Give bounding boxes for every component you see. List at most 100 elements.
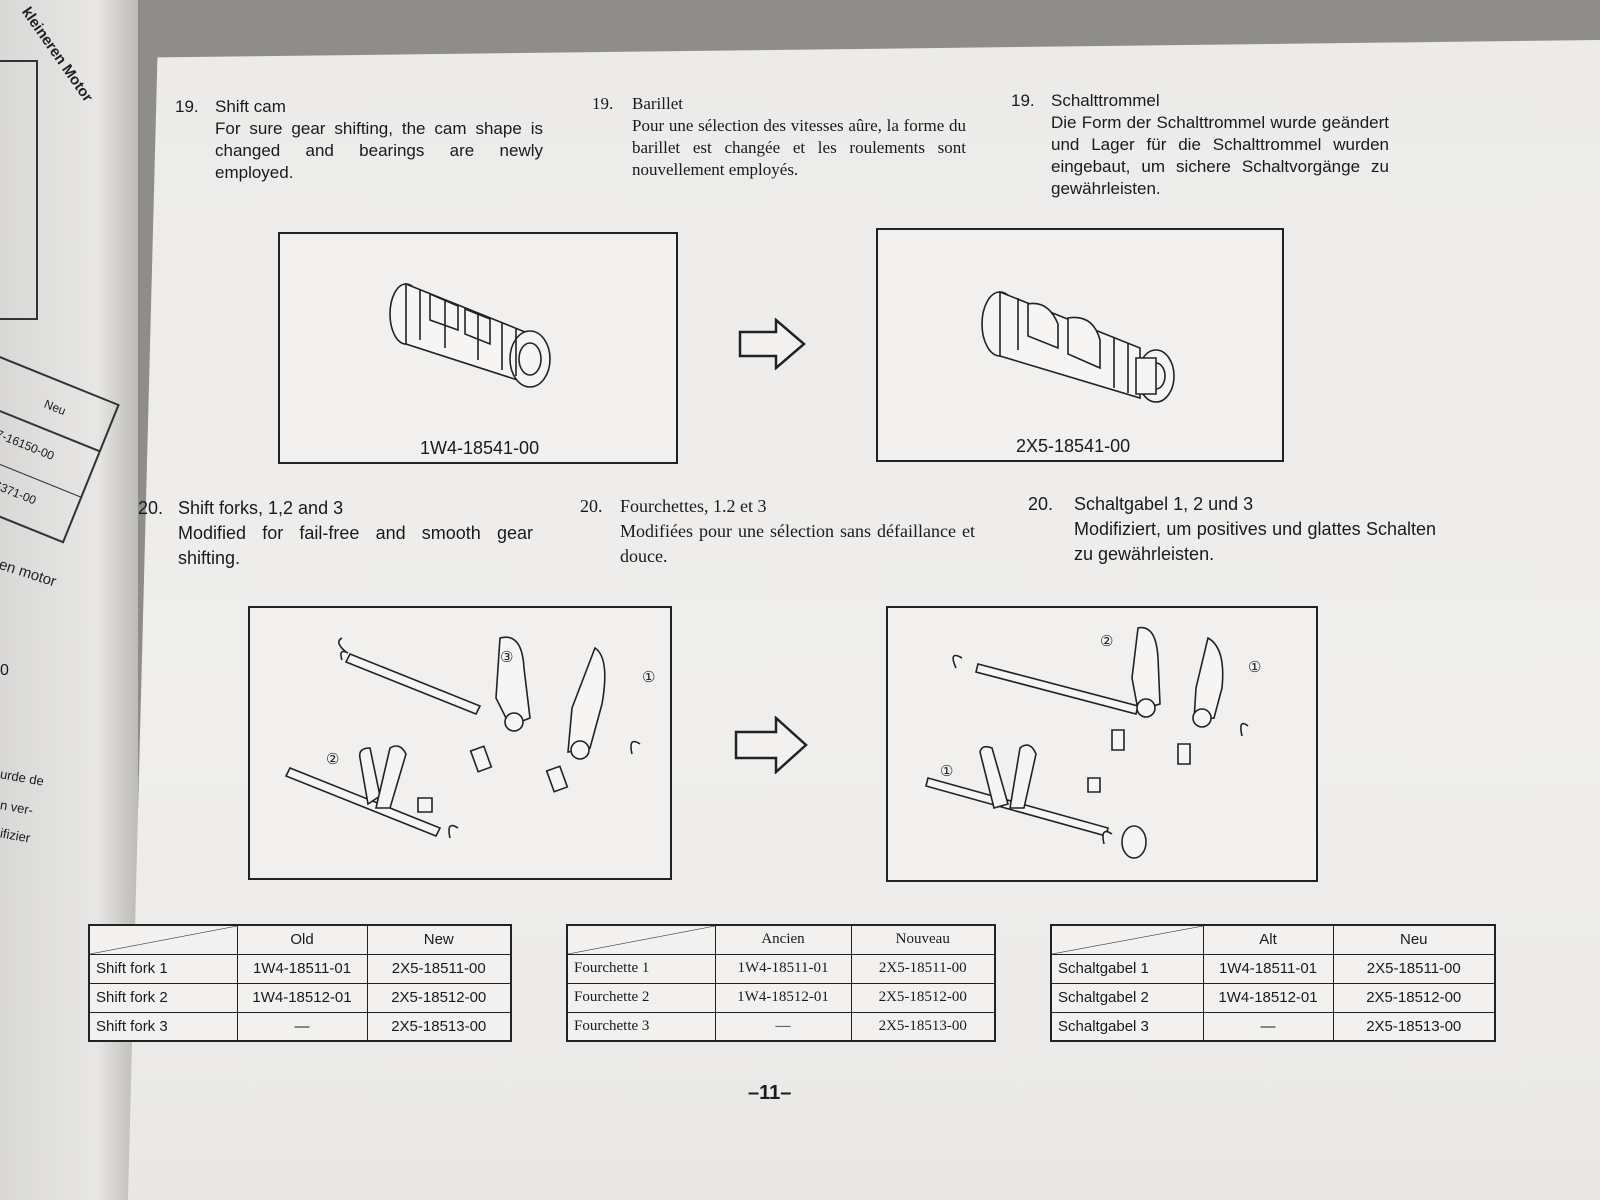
item-body: Die Form der Schalttrommel wurde geänder… xyxy=(1051,113,1389,198)
row-label: Fourchette 2 xyxy=(566,982,716,1013)
item-text: Shift forks, 1,2 and 3 Modified for fail… xyxy=(178,496,533,571)
table-corner-cell xyxy=(88,924,238,955)
part-number-new: 2X5-18541-00 xyxy=(1016,436,1131,456)
left-page-fragment: n ver- xyxy=(0,797,35,818)
old-part-cell: — xyxy=(236,1011,368,1042)
item-number: 20. xyxy=(138,498,164,518)
column-header: Old xyxy=(236,924,368,955)
row-label: Schaltgabel 2 xyxy=(1050,982,1204,1013)
table-header-row: Old New xyxy=(88,924,512,955)
shift-forks-new-figure: ② ① ① xyxy=(886,606,1318,882)
column-header: Nouveau xyxy=(850,924,996,955)
column-header: Neu xyxy=(1332,924,1496,955)
shift-forks-new-drawing: ② ① ① xyxy=(888,608,1261,880)
left-page-fragment: urde de xyxy=(0,766,46,789)
left-page-side-text: en motor xyxy=(0,556,59,591)
left-page-table: Neu 2K7-16150-00 2X5-16371-00 xyxy=(0,352,129,557)
callout-1: ① xyxy=(1248,659,1261,676)
shift-forks-old-figure: ③ ① ② xyxy=(248,606,672,880)
item-number: 20. xyxy=(580,496,603,516)
item-text: Schaltgabel 1, 2 und 3 Modifiziert, um p… xyxy=(1074,492,1436,567)
old-part-cell: 1W4-18511-01 xyxy=(236,953,368,984)
new-part-cell: 2X5-18511-00 xyxy=(366,953,512,984)
column-header: Alt xyxy=(1202,924,1334,955)
row-label: Schaltgabel 3 xyxy=(1050,1011,1204,1042)
callout-1: ① xyxy=(642,669,655,686)
callout-3: ③ xyxy=(500,649,513,666)
part-number-old: 1W4-18541-00 xyxy=(420,438,540,458)
old-part-cell: — xyxy=(1202,1011,1334,1042)
table-corner-cell xyxy=(566,924,716,955)
row-label: Shift fork 2 xyxy=(88,982,238,1013)
row-label: Schaltgabel 1 xyxy=(1050,953,1204,984)
row-label: Fourchette 1 xyxy=(566,953,716,984)
table-row: Fourchette 2 1W4-18512-01 2X5-18512-00 xyxy=(566,982,996,1013)
item-title: Shift cam xyxy=(215,97,286,116)
left-page-fragment: ifizier xyxy=(0,825,32,846)
new-part-cell: 2X5-18512-00 xyxy=(850,982,996,1013)
shift-cam-old-drawing xyxy=(280,234,676,462)
table-corner-cell xyxy=(1050,924,1204,955)
new-part-cell: 2X5-18511-00 xyxy=(850,953,996,984)
row-label: Shift fork 3 xyxy=(88,1011,238,1042)
left-page-box xyxy=(0,60,38,320)
item-text: Fourchettes, 1.2 et 3 Modifiées pour une… xyxy=(620,494,975,569)
callout-2: ② xyxy=(326,751,339,768)
old-part-cell: 1W4-18512-01 xyxy=(1202,982,1334,1013)
item-number: 20. xyxy=(1028,494,1054,514)
table-row: Schaltgabel 2 1W4-18512-01 2X5-18512-00 xyxy=(1050,982,1496,1013)
row-label: Shift fork 1 xyxy=(88,953,238,984)
shift-cam-old-figure: 1W4-18541-00 xyxy=(278,232,678,464)
old-part-cell: 1W4-18511-01 xyxy=(714,953,852,984)
item-title: Fourchettes, 1.2 et 3 xyxy=(620,496,767,516)
callout-1: ① xyxy=(940,763,953,780)
new-part-cell: 2X5-18512-00 xyxy=(366,982,512,1013)
column-header: New xyxy=(366,924,512,955)
page-number: –11– xyxy=(748,1082,792,1104)
parts-table-de: Alt Neu Schaltgabel 1 1W4-18511-01 2X5-1… xyxy=(1050,924,1496,1042)
item-title: Barillet xyxy=(632,94,683,113)
table-row: Fourchette 1 1W4-18511-01 2X5-18511-00 xyxy=(566,953,996,984)
table-row: Shift fork 1 1W4-18511-01 2X5-18511-00 xyxy=(88,953,512,984)
callout-2: ② xyxy=(1100,633,1113,650)
shift-cam-new-figure: 2X5-18541-00 xyxy=(876,228,1284,462)
table-header-row: Ancien Nouveau xyxy=(566,924,996,955)
item-text: Barillet Pour une sélection des vitesses… xyxy=(632,93,966,181)
item-body: Modified for fail-free and smooth gear s… xyxy=(178,523,533,568)
item-title: Schaltgabel 1, 2 und 3 xyxy=(1074,494,1254,514)
shift-cam-new-drawing xyxy=(878,230,1282,460)
item-title: Schalttrommel xyxy=(1051,91,1160,110)
old-part-cell: — xyxy=(714,1011,852,1042)
arrow-right-icon xyxy=(738,318,808,370)
item-number: 19. xyxy=(175,97,199,116)
row-label: Fourchette 3 xyxy=(566,1011,716,1042)
parts-table-fr: Ancien Nouveau Fourchette 1 1W4-18511-01… xyxy=(566,924,996,1042)
item-body: Modifiées pour une sélection sans défail… xyxy=(620,521,975,566)
shift-forks-old-drawing: ③ ① ② xyxy=(250,608,655,878)
parts-table-en: Old New Shift fork 1 1W4-18511-01 2X5-18… xyxy=(88,924,512,1042)
new-part-cell: 2X5-18513-00 xyxy=(850,1011,996,1042)
old-part-cell: 1W4-18512-01 xyxy=(714,982,852,1013)
table-row: Shift fork 3 — 2X5-18513-00 xyxy=(88,1011,512,1042)
item-number: 19. xyxy=(1011,91,1035,110)
table-header-row: Alt Neu xyxy=(1050,924,1496,955)
table-row: Schaltgabel 1 1W4-18511-01 2X5-18511-00 xyxy=(1050,953,1496,984)
item-body: Modifiziert, um positives und glattes Sc… xyxy=(1074,519,1436,564)
new-part-cell: 2X5-18513-00 xyxy=(366,1011,512,1042)
table-row: Schaltgabel 3 — 2X5-18513-00 xyxy=(1050,1011,1496,1042)
new-part-cell: 2X5-18512-00 xyxy=(1332,982,1496,1013)
item-number: 19. xyxy=(592,94,614,113)
old-part-cell: 1W4-18511-01 xyxy=(1202,953,1334,984)
item-text: Shift cam For sure gear shifting, the ca… xyxy=(215,96,543,184)
arrow-right-icon xyxy=(734,716,810,774)
table-row: Fourchette 3 — 2X5-18513-00 xyxy=(566,1011,996,1042)
left-page-fragment: 0 xyxy=(0,662,9,679)
table-row: Shift fork 2 1W4-18512-01 2X5-18512-00 xyxy=(88,982,512,1013)
item-text: Schalttrommel Die Form der Schalttrommel… xyxy=(1051,90,1389,200)
new-part-cell: 2X5-18511-00 xyxy=(1332,953,1496,984)
old-part-cell: 1W4-18512-01 xyxy=(236,982,368,1013)
new-part-cell: 2X5-18513-00 xyxy=(1332,1011,1496,1042)
item-title: Shift forks, 1,2 and 3 xyxy=(178,498,344,518)
column-header: Ancien xyxy=(714,924,852,955)
item-body: Pour une sélection des vitesses aûre, la… xyxy=(632,116,966,179)
